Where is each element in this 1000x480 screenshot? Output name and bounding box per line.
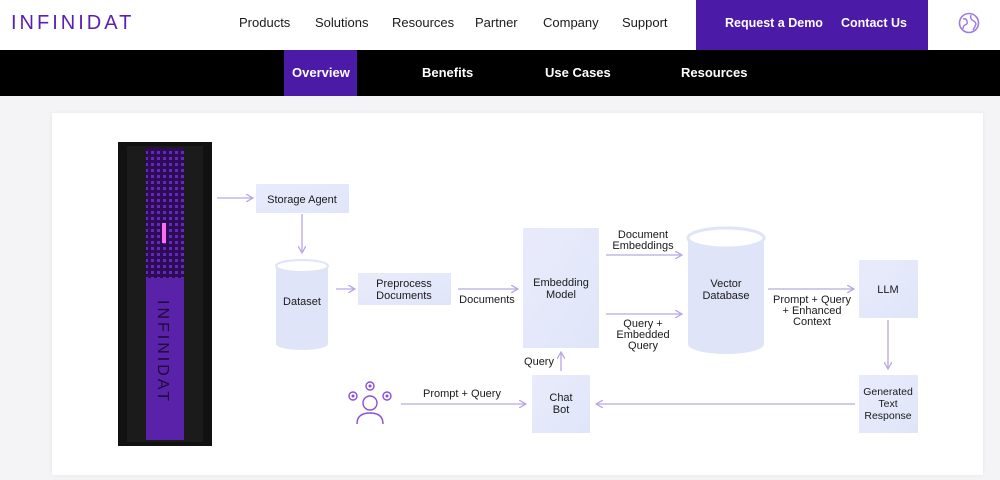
generated-label-1: Generated	[863, 386, 913, 398]
documents-label: Documents	[459, 294, 515, 306]
subnav-use-cases[interactable]: Use Cases	[545, 65, 611, 80]
globe-icon[interactable]	[958, 12, 980, 34]
prompt-query-label: Prompt + Query	[423, 388, 501, 400]
vector-database-node: Vector Database	[686, 226, 766, 354]
nav-support[interactable]: Support	[622, 15, 668, 30]
query-label: Query	[524, 356, 554, 368]
embedding-label-1: Embedding	[533, 277, 589, 289]
flow-arrows	[217, 198, 888, 404]
prompt-context-label-2: + Enhanced	[782, 305, 841, 317]
cta-bar: Request a Demo Contact Us	[696, 0, 928, 50]
llm-node: LLM	[859, 260, 918, 318]
preprocess-node: Preprocess Documents	[358, 273, 451, 305]
preprocess-label-1: Preprocess	[376, 278, 432, 290]
chatbot-label-2: Bot	[553, 404, 570, 416]
vector-label-2: Database	[702, 290, 749, 302]
prompt-context-label-1: Prompt + Query	[773, 294, 851, 306]
rag-diagram: INFINIDAT Storage Agent Dataset	[118, 142, 918, 446]
generated-response-node: Generated Text Response	[859, 375, 918, 433]
query-embedded-label-3: Query	[628, 340, 658, 352]
preprocess-label-2: Documents	[376, 290, 432, 302]
infinidat-logo[interactable]: INFINIDAT	[11, 12, 135, 34]
storage-agent-label: Storage Agent	[267, 194, 337, 206]
subnav-active-indicator	[284, 50, 357, 96]
dataset-label: Dataset	[283, 296, 321, 308]
storage-agent-node: Storage Agent	[256, 184, 349, 213]
dataset-node: Dataset	[275, 259, 329, 350]
generated-label-3: Response	[864, 410, 911, 422]
storage-rack-image: INFINIDAT	[118, 142, 212, 446]
embedding-label-2: Model	[546, 289, 576, 301]
chatbot-node: Chat Bot	[532, 375, 590, 433]
rack-brand-label: INFINIDAT	[154, 300, 171, 404]
rack-led-icon	[162, 223, 166, 243]
generated-label-2: Text	[878, 398, 897, 410]
query-embedded-label-2: Embedded	[616, 329, 669, 341]
contact-us-button[interactable]: Contact Us	[841, 16, 907, 30]
request-demo-button[interactable]: Request a Demo	[725, 16, 823, 30]
section-nav: Overview Benefits Use Cases Resources	[0, 50, 1000, 96]
doc-embeddings-label-1: Document	[618, 229, 668, 241]
top-header: INFINIDAT Products Solutions Resources P…	[0, 0, 1000, 50]
diagram-card: INFINIDAT Storage Agent Dataset	[52, 113, 983, 475]
prompt-context-label-3: Context	[793, 316, 831, 328]
nav-partner[interactable]: Partner	[475, 15, 518, 30]
llm-label: LLM	[877, 284, 898, 296]
subnav-benefits[interactable]: Benefits	[422, 65, 474, 80]
subnav-overview[interactable]: Overview	[292, 65, 350, 80]
vector-label-1: Vector	[710, 278, 742, 290]
embedding-model-node: Embedding Model	[523, 228, 599, 348]
nav-products[interactable]: Products	[239, 15, 291, 30]
chatbot-label-1: Chat	[549, 392, 572, 404]
nav-solutions[interactable]: Solutions	[315, 15, 369, 30]
subnav-resources[interactable]: Resources	[681, 65, 748, 80]
nav-company[interactable]: Company	[543, 15, 599, 30]
user-with-gears-icon	[348, 381, 392, 425]
query-embedded-label-1: Query +	[623, 318, 662, 330]
nav-resources[interactable]: Resources	[392, 15, 455, 30]
doc-embeddings-label-2: Embeddings	[612, 240, 674, 252]
